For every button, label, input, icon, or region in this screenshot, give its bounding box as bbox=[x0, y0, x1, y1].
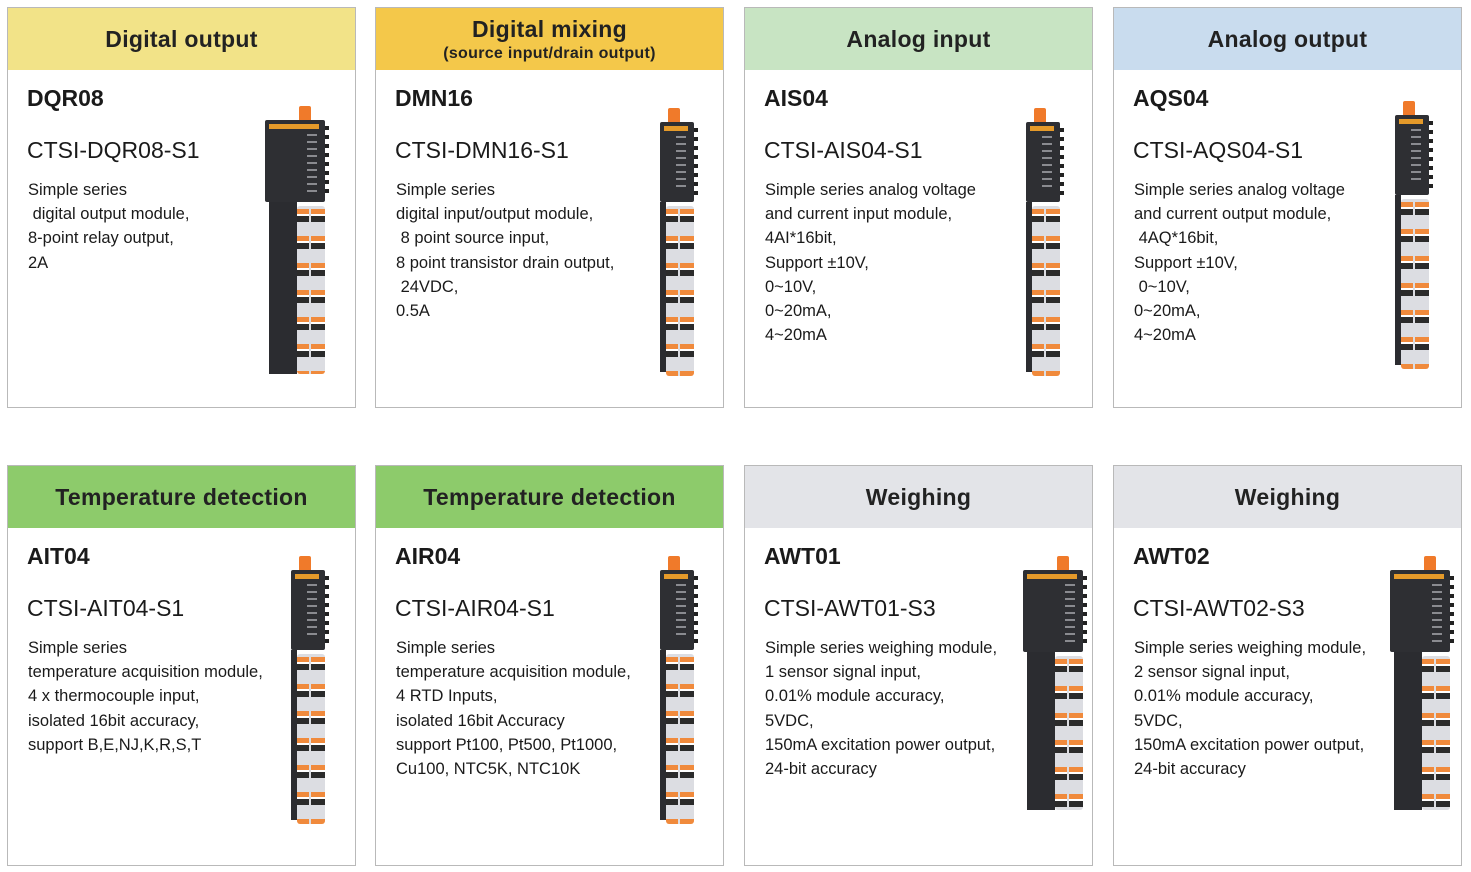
model-name: AWT02 bbox=[1133, 543, 1210, 569]
module-image bbox=[658, 108, 698, 376]
category-title: Digital output bbox=[105, 25, 258, 52]
model-name: AIR04 bbox=[395, 543, 461, 569]
part-number: CTSI-AQS04-S1 bbox=[1133, 137, 1303, 163]
category-title: Weighing bbox=[865, 483, 972, 510]
category-title: Analog input bbox=[846, 25, 991, 52]
module-image bbox=[289, 556, 329, 824]
product-card-awt01[interactable]: Weighing AWT01 CTSI-AWT01-S3 Simple seri… bbox=[744, 465, 1093, 866]
category-subtitle: (source input/drain output) bbox=[443, 44, 656, 62]
card-header: Temperature detection bbox=[376, 466, 723, 528]
category-title: Weighing bbox=[1234, 483, 1341, 510]
model-name: AIS04 bbox=[764, 85, 828, 111]
part-number: CTSI-AWT02-S3 bbox=[1133, 595, 1305, 621]
category-title: Temperature detection bbox=[423, 483, 676, 510]
product-description: Simple series digital input/output modul… bbox=[396, 181, 615, 321]
product-description: Simple series temperature acquisition mo… bbox=[28, 639, 263, 754]
module-image bbox=[658, 556, 698, 824]
model-name: AQS04 bbox=[1133, 85, 1209, 111]
product-card-dqr08[interactable]: Digital output DQR08 CTSI-DQR08-S1 Simpl… bbox=[7, 7, 356, 408]
module-image bbox=[1019, 556, 1087, 810]
module-image bbox=[1386, 556, 1454, 810]
part-number: CTSI-AWT01-S3 bbox=[764, 595, 936, 621]
card-header: Analog input bbox=[745, 8, 1092, 70]
product-card-ais04[interactable]: Analog input AIS04 CTSI-AIS04-S1 Simple … bbox=[744, 7, 1093, 408]
product-description: Simple series analog voltage and current… bbox=[765, 181, 976, 345]
model-name: AIT04 bbox=[27, 543, 90, 569]
part-number: CTSI-DMN16-S1 bbox=[395, 137, 569, 163]
card-header: Analog output bbox=[1114, 8, 1461, 70]
product-card-air04[interactable]: Temperature detection AIR04 CTSI-AIR04-S… bbox=[375, 465, 724, 866]
product-card-awt02[interactable]: Weighing AWT02 CTSI-AWT02-S3 Simple seri… bbox=[1113, 465, 1462, 866]
product-description: Simple series weighing module, 2 sensor … bbox=[1134, 639, 1367, 779]
card-header: Digital output bbox=[8, 8, 355, 70]
product-description: Simple series digital output module, 8-p… bbox=[28, 181, 190, 272]
card-header: Weighing bbox=[1114, 466, 1461, 528]
category-title: Digital mixing bbox=[472, 15, 627, 42]
part-number: CTSI-AIR04-S1 bbox=[395, 595, 555, 621]
part-number: CTSI-AIT04-S1 bbox=[27, 595, 185, 621]
module-image bbox=[261, 106, 329, 374]
product-description: Simple series temperature acquisition mo… bbox=[396, 639, 631, 779]
card-header: Digital mixing (source input/drain outpu… bbox=[376, 8, 723, 70]
product-card-ait04[interactable]: Temperature detection AIT04 CTSI-AIT04-S… bbox=[7, 465, 356, 866]
module-image bbox=[1024, 108, 1064, 376]
category-title: Analog output bbox=[1207, 25, 1368, 52]
category-title: Temperature detection bbox=[55, 483, 308, 510]
model-name: AWT01 bbox=[764, 543, 841, 569]
part-number: CTSI-DQR08-S1 bbox=[27, 137, 200, 163]
product-card-dmn16[interactable]: Digital mixing (source input/drain outpu… bbox=[375, 7, 724, 408]
model-name: DMN16 bbox=[395, 85, 473, 111]
part-number: CTSI-AIS04-S1 bbox=[764, 137, 923, 163]
product-description: Simple series analog voltage and current… bbox=[1134, 181, 1345, 345]
card-header: Temperature detection bbox=[8, 466, 355, 528]
product-description: Simple series weighing module, 1 sensor … bbox=[765, 639, 998, 779]
product-card-aqs04[interactable]: Analog output AQS04 CTSI-AQS04-S1 Simple… bbox=[1113, 7, 1462, 408]
card-header: Weighing bbox=[745, 466, 1092, 528]
model-name: DQR08 bbox=[27, 85, 104, 111]
module-image bbox=[1393, 101, 1433, 369]
